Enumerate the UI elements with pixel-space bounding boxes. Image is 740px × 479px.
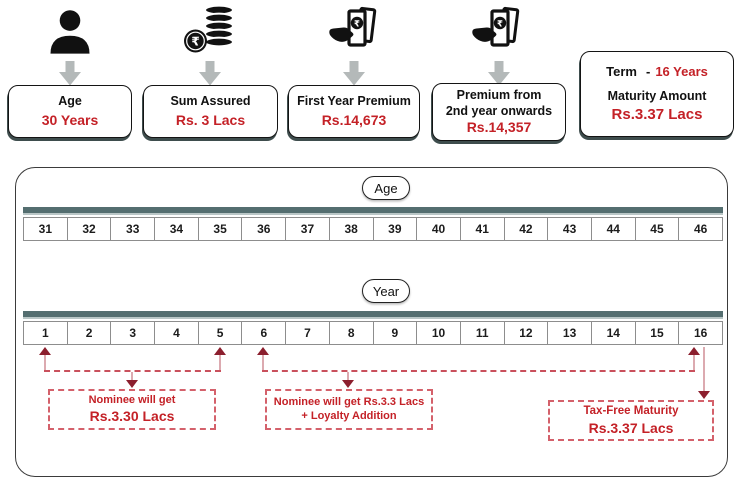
timeline-cell: 38 [328, 217, 374, 241]
rupee-glyph: ₹ [354, 20, 360, 30]
arrow-stem-year6 [262, 355, 264, 371]
sum-assured-title: Sum Assured [170, 94, 251, 109]
maturity-box-line2: Rs.3.37 Lacs [588, 419, 674, 436]
arrowhead-up-year16 [688, 347, 700, 355]
timeline-cell: 12 [503, 321, 549, 345]
timeline-cell: 9 [372, 321, 418, 345]
timeline-cell: 32 [66, 217, 112, 241]
timeline-cell: 46 [678, 217, 723, 241]
money-hand-icon: ₹ [471, 5, 525, 64]
timeline-cell: 43 [547, 217, 592, 241]
timeline-cell: 3 [110, 321, 156, 345]
timeline-cell: 39 [372, 217, 418, 241]
nominee2-line2: + Loyalty Addition [301, 410, 397, 422]
term-label: Term [606, 64, 637, 79]
timeline-cell: 1 [23, 321, 68, 345]
maturity-amount-value: Rs.3.37 Lacs [611, 106, 703, 124]
arrowhead-up-year1 [39, 347, 51, 355]
timeline-cell: 41 [459, 217, 505, 241]
nominee-benefit-box-years-1-5: Nominee will get Rs.3.30 Lacs [48, 389, 216, 430]
sum-assured-value: Rs. 3 Lacs [175, 111, 246, 128]
nominee1-line1: Nominee will get [88, 394, 176, 406]
timeline-cell: 40 [416, 217, 461, 241]
timeline-cell: 33 [110, 217, 156, 241]
dashed-connector-years-6-16 [262, 370, 695, 372]
timeline-cell: 34 [154, 217, 199, 241]
down-arrow-icon [341, 61, 367, 91]
branch-stem-nominee1 [131, 372, 133, 380]
arrowhead-down-nominee2 [342, 380, 354, 388]
arrow-stem-year5 [219, 355, 221, 371]
renewal-premium-title-line1: Premium from [456, 88, 542, 103]
arrowhead-up-year6 [257, 347, 269, 355]
timeline-cell: 4 [154, 321, 199, 345]
money-hand-icon: ₹ [328, 5, 382, 64]
timeline-cell: 42 [503, 217, 549, 241]
nominee2-line1: Nominee will get Rs.3.3 Lacs [273, 395, 425, 408]
term-separator: - [645, 64, 651, 79]
timeline-cell: 44 [590, 217, 636, 241]
timeline-cell: 2 [66, 321, 112, 345]
first-year-premium-title: First Year Premium [297, 94, 411, 109]
timeline-cell: 35 [197, 217, 243, 241]
branch-stem-nominee2 [347, 372, 349, 380]
renewal-premium-title-line2: 2nd year onwards [445, 103, 553, 118]
age-axis-label: Age [374, 180, 398, 196]
age-card: Age 30 Years [8, 85, 132, 138]
dashed-connector-years-1-5 [44, 370, 221, 372]
timeline-cell: 5 [197, 321, 243, 345]
arrowhead-down-nominee1 [126, 380, 138, 388]
first-year-premium-card: First Year Premium Rs.14,673 [288, 85, 420, 138]
renewal-premium-card: Premium from 2nd year onwards Rs.14,357 [432, 83, 566, 141]
down-stem-year16 [703, 347, 705, 391]
timeline-cell: 11 [459, 321, 505, 345]
timeline-cell: 31 [23, 217, 68, 241]
year-axis-label: Year [372, 283, 400, 299]
maturity-amount-label: Maturity Amount [607, 89, 707, 103]
renewal-premium-value: Rs.14,357 [466, 118, 532, 135]
arrow-stem-year16 [693, 355, 695, 371]
timeline-cell: 15 [634, 321, 680, 345]
timeline-cell: 37 [285, 217, 330, 241]
year-axis-bar [23, 311, 723, 319]
down-arrow-icon [486, 61, 512, 91]
maturity-box-line1: Tax-Free Maturity [583, 404, 679, 417]
arrowhead-down-maturity [698, 391, 710, 399]
nominee1-line2: Rs.3.30 Lacs [89, 408, 175, 425]
age-axis-bar [23, 207, 723, 215]
rupee-glyph: ₹ [497, 20, 503, 30]
year-axis-pill: Year [362, 279, 410, 303]
age-card-title: Age [58, 94, 82, 109]
rupee-glyph: ₹ [191, 35, 199, 49]
age-card-value: 30 Years [41, 111, 99, 128]
term-value: 16 Years [655, 64, 708, 79]
timeline-cell: 13 [547, 321, 592, 345]
arrowhead-up-year5 [214, 347, 226, 355]
person-icon [44, 6, 96, 65]
rupee-coins-icon: ₹ [182, 4, 238, 63]
nominee-benefit-box-years-6-16: Nominee will get Rs.3.3 Lacs + Loyalty A… [265, 389, 433, 430]
arrow-stem-year1 [44, 355, 46, 371]
timeline-cell: 8 [328, 321, 374, 345]
timeline-cell: 6 [241, 321, 287, 345]
down-arrow-icon [197, 61, 223, 91]
timeline-cell: 7 [285, 321, 330, 345]
timeline-cell: 10 [416, 321, 461, 345]
timeline-cell: 14 [590, 321, 636, 345]
term-maturity-card: Term - 16 Years Maturity Amount Rs.3.37 … [580, 51, 734, 137]
down-arrow-icon [57, 61, 83, 91]
timeline-cell: 36 [241, 217, 287, 241]
timeline-cell: 16 [678, 321, 723, 345]
age-axis-pill: Age [362, 176, 410, 200]
tax-free-maturity-box: Tax-Free Maturity Rs.3.37 Lacs [548, 400, 714, 441]
timeline-cell: 45 [634, 217, 680, 241]
term-line: Term - 16 Years [606, 64, 708, 79]
sum-assured-card: Sum Assured Rs. 3 Lacs [143, 85, 278, 138]
first-year-premium-value: Rs.14,673 [321, 111, 387, 128]
